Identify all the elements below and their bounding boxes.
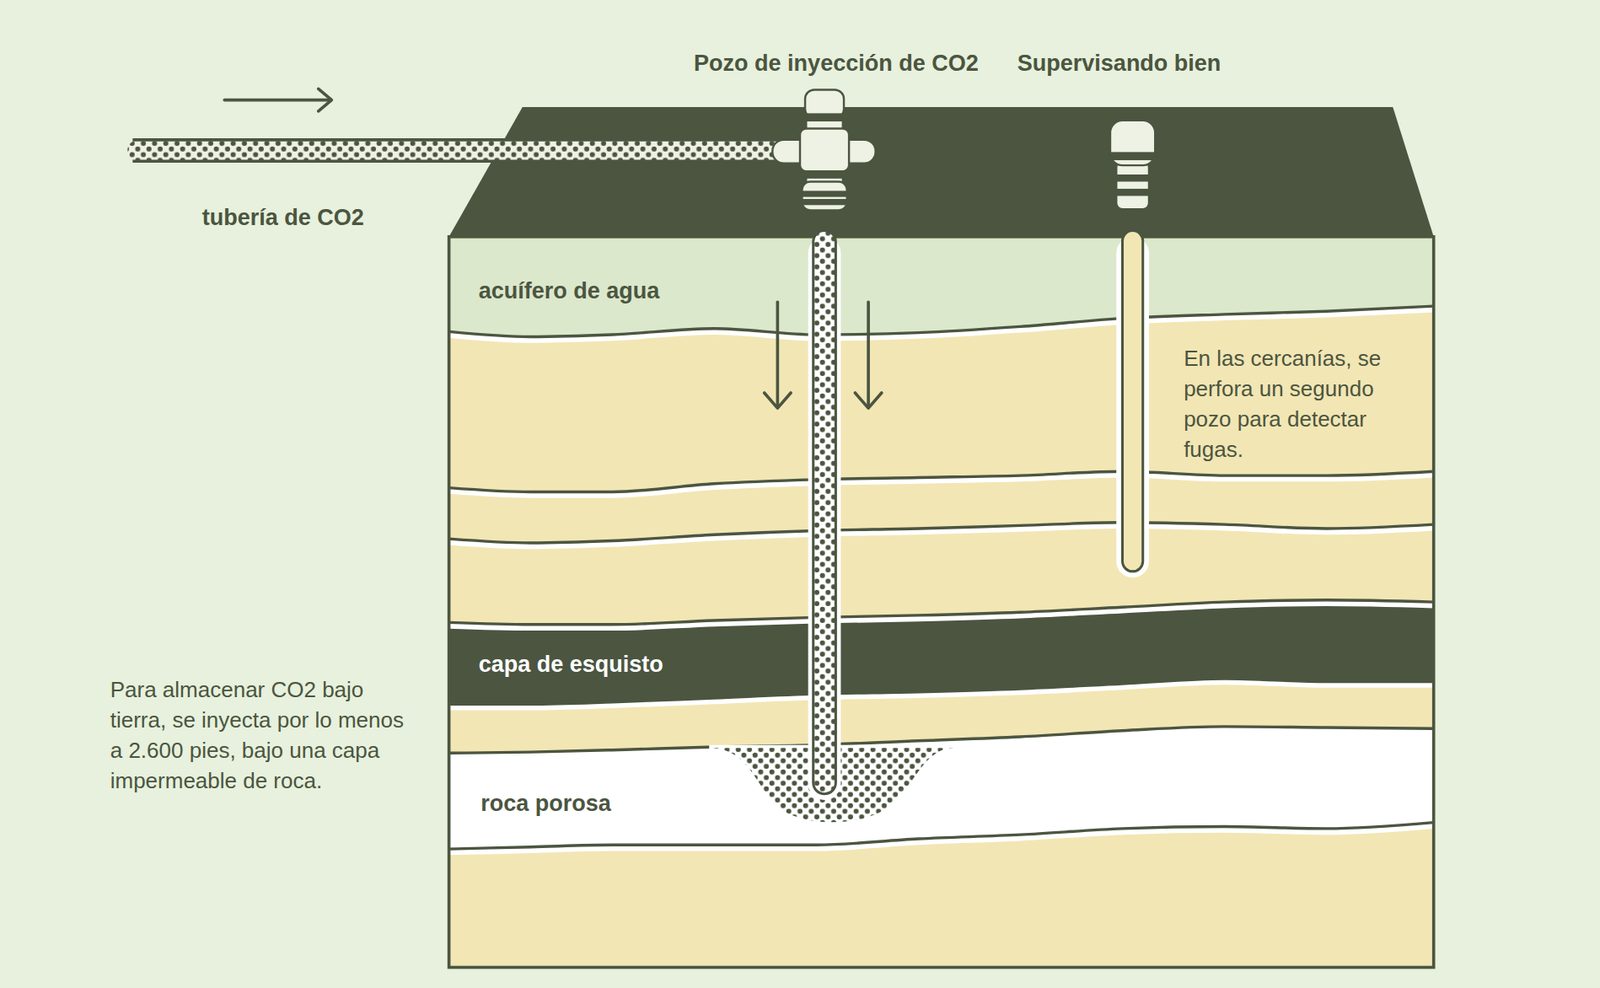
wellhead-valve [800, 128, 849, 172]
pipeline-edge [132, 138, 786, 142]
layer-label: capa de esquisto [478, 650, 664, 678]
flow-arrow [866, 301, 870, 408]
shale-layer [449, 600, 1434, 704]
note-text: En las cercanías, se perfora un segundo … [1183, 343, 1425, 465]
label-text: Supervisando bien [1017, 49, 1222, 77]
well-title: Supervisando bien [1017, 49, 1222, 77]
wellhead-band [800, 171, 849, 178]
arrow-head [318, 88, 333, 112]
monitor-band [1116, 175, 1149, 181]
well-title: Pozo de inyección de CO2 [693, 49, 979, 77]
monitor-cap [1110, 120, 1155, 166]
layer-band: roca porosa [475, 786, 617, 821]
label-text: Para almacenar CO2 bajo tierra, se inyec… [110, 674, 417, 796]
wellhead-band [805, 114, 844, 121]
layer-boundary [449, 600, 1434, 625]
ground-surface [449, 107, 1434, 237]
co2-pipeline [127, 140, 791, 161]
layer-band: capa de esquisto [473, 647, 669, 682]
ground-section [449, 236, 1434, 968]
wellhead-band [801, 192, 847, 197]
flow-arrow [224, 98, 331, 103]
label-text: Pozo de inyección de CO2 [693, 49, 979, 77]
layer-band: acuífero de agua [473, 273, 666, 308]
layer-boundary [449, 678, 1434, 704]
monitoring-pipe [1122, 230, 1144, 572]
illustration-group [127, 88, 1434, 967]
monitor-body [1116, 161, 1149, 210]
ground-outline [449, 236, 1434, 968]
arrow-head [764, 392, 791, 409]
note-text: Para almacenar CO2 bajo tierra, se inyec… [110, 674, 417, 796]
arrow-head [854, 392, 881, 409]
layer-boundary [449, 306, 1434, 337]
monitor-band [1110, 153, 1155, 160]
layer-boundary [449, 522, 1434, 543]
layer-boundary [449, 822, 1434, 849]
wellhead-band [801, 199, 847, 205]
pipe-label: tubería de CO2 [202, 204, 365, 231]
label-text: tubería de CO2 [202, 204, 365, 231]
monitor-band [1116, 189, 1149, 195]
label-text: En las cercanías, se perfora un segundo … [1183, 343, 1425, 465]
wellhead-flange [801, 181, 847, 210]
layer-boundary [449, 471, 1434, 492]
aquifer-layer [449, 238, 1434, 337]
flow-arrow [776, 301, 780, 408]
layer-label: roca porosa [480, 789, 612, 817]
injection-pipe [813, 230, 837, 795]
layer-label: acuífero de agua [478, 277, 661, 305]
pipeline-edge [132, 159, 786, 163]
